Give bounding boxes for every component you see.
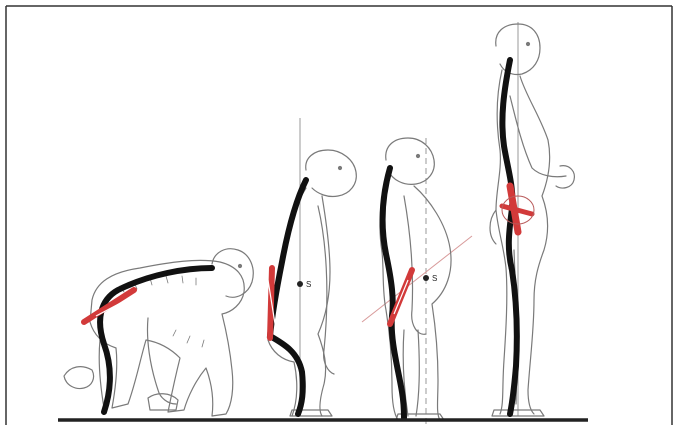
modern-human-figure bbox=[490, 24, 574, 416]
early-hominin-figure bbox=[268, 150, 356, 416]
ape-body-outline bbox=[90, 260, 244, 416]
ape-foot-outline bbox=[148, 394, 178, 410]
modern-human-hip-outline bbox=[490, 210, 496, 244]
australopith-pelvic-tilt-line bbox=[362, 236, 472, 322]
early-hominin-spine bbox=[270, 180, 306, 414]
early-hominin-head-outline bbox=[306, 150, 357, 197]
australopith-head-outline bbox=[386, 138, 435, 184]
early-hominin-com-label: S bbox=[306, 280, 311, 289]
australopith-center-of-mass bbox=[423, 275, 429, 281]
modern-human-torso-outline bbox=[520, 76, 550, 414]
australopith-eye bbox=[417, 155, 420, 158]
ape-head-outline bbox=[212, 249, 253, 297]
australopith-arm-outline bbox=[404, 196, 426, 334]
early-hominin-torso-outline bbox=[318, 196, 330, 416]
ape-eye bbox=[239, 265, 242, 268]
ape-hand-outline bbox=[64, 367, 94, 389]
early-hominin-arm-outline bbox=[318, 206, 334, 374]
ape-spine bbox=[100, 268, 212, 412]
modern-human-eye bbox=[527, 43, 530, 46]
australopith-com-label: S bbox=[432, 274, 437, 283]
early-hominin-eye bbox=[339, 167, 342, 170]
early-hominin-center-of-mass bbox=[297, 281, 303, 287]
